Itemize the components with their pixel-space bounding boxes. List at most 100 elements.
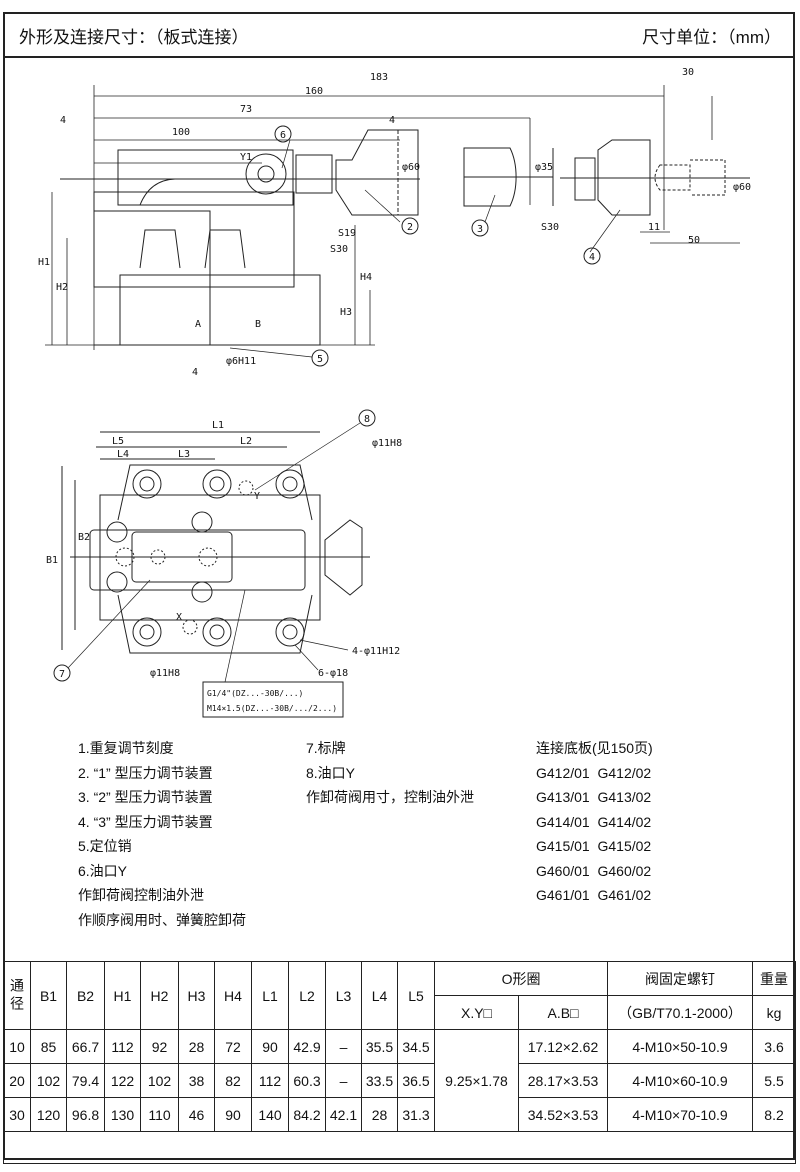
dim-l4: L4 [117, 449, 129, 460]
subplate-item: G460/01 G460/02 [536, 862, 652, 879]
col-header: B1 [30, 961, 67, 1030]
table-subheader-row: X.Y□ A.B□ （GB/T70.1-2000） kg [4, 995, 797, 1030]
table-cell: 112 [251, 1063, 289, 1098]
bolt-holes [106, 469, 305, 647]
valve-plan-view [61, 431, 370, 654]
table-cell: 96.8 [66, 1097, 105, 1132]
adjuster-type3 [560, 139, 750, 216]
table-cell: 130 [104, 1097, 141, 1132]
callout-circles [53, 125, 601, 682]
callout-3: 3 [477, 224, 483, 235]
table-cell: 28 [178, 1029, 215, 1064]
dimension-table: 通径 B1 B2 H1 H2 H3 H4 L1 L2 L3 L4 L5 O形圈 … [2, 961, 797, 1164]
port-y: Y [254, 491, 260, 502]
dim-phi60-b: φ60 [733, 182, 751, 193]
dim-phi6h11: φ6H11 [226, 356, 256, 367]
dim-l3: L3 [178, 449, 190, 460]
table-cell: 82 [214, 1063, 252, 1098]
note: 5.定位销 [78, 838, 132, 854]
col-header: H2 [140, 961, 179, 1030]
col-header: H3 [178, 961, 215, 1030]
callout-6: 6 [280, 130, 286, 141]
table-header-row: 通径 B1 B2 H1 H2 H3 H4 L1 L2 L3 L4 L5 O形圈 … [3, 961, 797, 1030]
table-cell: 4-M10×70-10.9 [607, 1097, 754, 1132]
table-cell: 112 [104, 1029, 141, 1064]
col-header: L3 [325, 961, 362, 1030]
subplate-heading: 连接底板(见150页) [536, 740, 653, 756]
table-cell: 66.7 [66, 1029, 105, 1064]
table-cell: 17.12×2.62 [517, 1029, 609, 1064]
dim-6-phi18: 6-φ18 [318, 668, 348, 679]
note: 2. “1” 型压力调节装置 [78, 764, 213, 781]
dim-phi35: φ35 [535, 162, 553, 173]
table-cell: 60.3 [288, 1063, 326, 1098]
dim-phi60-a: φ60 [402, 162, 420, 173]
table-cell: 3.6 [752, 1029, 797, 1064]
nameplate-line2: M14×1.5(DZ...-30B/.../2...) [207, 704, 337, 713]
subplate-item: G414/01 G414/02 [536, 813, 652, 830]
dim-30: 30 [682, 67, 694, 78]
table-cell: 5.5 [752, 1063, 797, 1098]
adjuster-type2 [463, 147, 554, 207]
dim-4-phi11h12: 4-φ11H12 [352, 646, 400, 657]
table-cell: 31.3 [397, 1097, 435, 1132]
table-cell: 34.52×3.53 [517, 1097, 609, 1132]
dim-h3: H3 [340, 307, 352, 318]
port-x: X [176, 612, 182, 623]
col-header: H1 [104, 961, 141, 1030]
port-a: A [195, 319, 201, 330]
dimension-lines [45, 85, 740, 350]
table-cell: 102 [30, 1063, 67, 1098]
col-header: L4 [361, 961, 398, 1030]
table-cell: 140 [251, 1097, 289, 1132]
table-cell: 4-M10×60-10.9 [607, 1063, 754, 1098]
table-cell: 38 [178, 1063, 215, 1098]
callout-7: 7 [59, 669, 65, 680]
notes-col1: 1.重复调节刻度 2. “1” 型压力调节装置 3. “2” 型压力调节装置 4… [78, 736, 246, 932]
table-cell: 42.1 [325, 1097, 362, 1132]
section-title: 外形及连接尺寸：（板式连接） [19, 28, 249, 47]
table-cell: 102 [140, 1063, 179, 1098]
table-cell: 90 [251, 1029, 289, 1064]
table-cell: 90 [214, 1097, 252, 1132]
note: 6.油口Y [78, 862, 128, 879]
dim-s30-b: S30 [541, 222, 559, 233]
dim-11: 11 [648, 222, 660, 233]
col-header-ab: A.B□ [517, 995, 609, 1030]
table-cell: 122 [104, 1063, 141, 1098]
note: 作顺序阀用时、弹簧腔卸荷 [78, 911, 246, 928]
unit-label: 尺寸单位：（mm） [642, 28, 781, 47]
col-header: L1 [251, 961, 289, 1030]
subplate-item: G413/01 G413/02 [536, 789, 652, 805]
col-header-screw: 阀固定螺钉 [607, 961, 754, 996]
callout-2: 2 [407, 222, 413, 233]
port-b: B [255, 319, 261, 330]
callout-4: 4 [589, 252, 595, 263]
callout-5: 5 [317, 354, 323, 365]
table-cell: 36.5 [397, 1063, 435, 1098]
table-cell: 120 [30, 1097, 67, 1132]
table-cell: – [325, 1029, 362, 1064]
table-cell: 9.25×1.78 [434, 1029, 519, 1132]
dim-4-bottom: 4 [192, 367, 198, 378]
subplate-item: G415/01 G415/02 [536, 838, 652, 854]
col-header: L2 [288, 961, 326, 1030]
table-cell: 34.5 [397, 1029, 435, 1064]
technical-drawing: 6 2 3 4 5 7 8 183 160 73 100 4 4 4 30 50… [38, 67, 751, 718]
note: 3. “2” 型压力调节装置 [78, 789, 213, 805]
table-cell: 4-M10×50-10.9 [607, 1029, 754, 1064]
subplate-item: G412/01 G412/02 [536, 764, 652, 781]
valve-side-view [60, 129, 420, 346]
table-cell: 28 [361, 1097, 398, 1132]
nameplate-box [202, 681, 344, 718]
dim-h1: H1 [38, 257, 50, 268]
header: 外形及连接尺寸：（板式连接） 尺寸单位：（mm） [3, 12, 795, 58]
dim-s19: S19 [338, 228, 356, 239]
table-cell: 79.4 [66, 1063, 105, 1098]
table-cell: 110 [140, 1097, 179, 1132]
dim-160: 160 [305, 86, 323, 97]
dim-l5: L5 [112, 436, 124, 447]
table-cell: 8.2 [752, 1097, 797, 1132]
